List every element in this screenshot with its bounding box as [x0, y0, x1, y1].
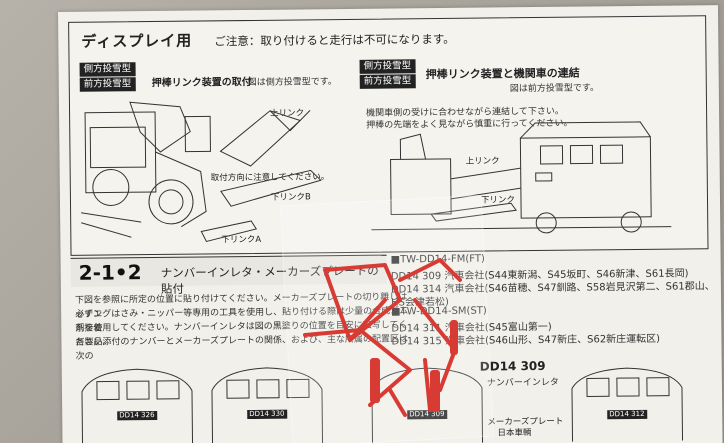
red-link-parts: [303, 258, 462, 417]
right-tag-front: 前方投雪型: [359, 74, 416, 89]
makers-plate-sub: 日本車輌: [497, 428, 532, 439]
plate-2: DD14 330: [249, 409, 285, 419]
locomotive-drawing-right: [371, 121, 672, 234]
left-note: 図は側方投雪型です。: [247, 77, 337, 89]
bottom-locomotives-drawing: [81, 367, 684, 443]
right-note: 図は前方投雪型です。: [509, 83, 599, 95]
plate-4: DD14 312: [609, 409, 645, 419]
left-tag-front: 前方投雪型: [79, 77, 136, 92]
left-tag-side: 側方投雪型: [79, 62, 136, 77]
instruction-sheet: ディスプレイ用 ご注意：取り付けると走行は不可になります。 側方投雪型 前方投雪…: [58, 5, 723, 443]
notice-text: ご注意：取り付けると走行は不可になります。: [214, 31, 455, 49]
right-tag-side: 側方投雪型: [359, 59, 416, 74]
plate-1: DD14 326: [119, 411, 155, 420]
left-heading: 押棒リンク装置の取付: [151, 76, 252, 90]
right-heading: 押棒リンク装置と機関車の連結: [425, 66, 580, 82]
box-title: ディスプレイ用: [81, 31, 193, 51]
snowplow-drawing-left: [81, 101, 322, 243]
section-number: 2-1•2: [78, 260, 142, 285]
number-inlet-label: ナンバーインレタ: [486, 377, 559, 389]
display-box: ディスプレイ用 ご注意：取り付けると走行は不可になります。 側方投雪型 前方投雪…: [68, 15, 709, 256]
